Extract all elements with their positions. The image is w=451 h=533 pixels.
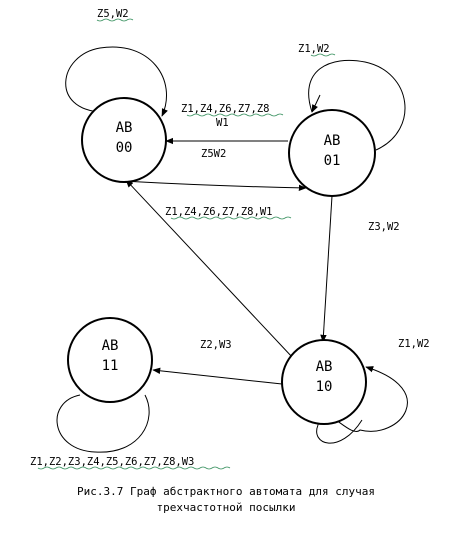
- label-loop-ab01-underline: [310, 53, 336, 57]
- label-ab10-to-ab00-underline: [170, 216, 292, 220]
- loop-ab01-edge: [308, 59, 406, 151]
- figure-caption-line2: трехчастотной посылки: [156, 501, 295, 514]
- label-loop-ab11-underline: [37, 466, 231, 470]
- label-loop-ab00: Z5,W2: [97, 8, 129, 20]
- state-ab01-name: AB: [324, 133, 341, 149]
- label-ab01-to-ab00-underline: [186, 113, 284, 117]
- state-ab11-code: 11: [102, 358, 119, 374]
- state-node-ab01: AB 01: [288, 109, 376, 197]
- state-ab00-code: 00: [116, 140, 133, 156]
- state-ab10-code: 10: [316, 379, 333, 395]
- edge-ab01-to-ab10: [320, 195, 333, 343]
- edge-ab00-to-ab01: [121, 180, 307, 192]
- label-ab10-to-ab00: Z1,Z4,Z6,Z7,Z8,W1: [165, 206, 272, 218]
- label-ab01-to-ab10: Z3,W2: [368, 221, 400, 233]
- state-node-ab00: AB 00: [81, 97, 167, 183]
- figure-caption-line1: Рис.3.7 Граф абстрактного автомата для с…: [77, 485, 375, 498]
- label-loop-ab10: Z1,W2: [398, 338, 430, 350]
- label-loop-ab00-underline: [96, 18, 134, 22]
- label-loop-ab01: Z1,W2: [298, 43, 330, 55]
- state-ab11-name: AB: [102, 338, 119, 354]
- loop-ab01-arrowhead: [311, 94, 321, 113]
- label-ab01-to-ab00-line1: Z1,Z4,Z6,Z7,Z8: [181, 103, 270, 115]
- state-ab10-name: AB: [316, 359, 333, 375]
- edge-ab10-to-ab00: [125, 179, 294, 359]
- label-ab01-to-ab00-line2: W1: [216, 117, 229, 129]
- loop-ab00-edge: [65, 46, 168, 117]
- loop-ab11-edge: [56, 394, 150, 453]
- label-loop-ab11: Z1,Z2,Z3,Z4,Z5,Z6,Z7,Z8,W3: [30, 456, 194, 468]
- label-ab00-to-ab01: Z5W2: [201, 148, 226, 160]
- state-ab00-name: AB: [116, 120, 133, 136]
- state-node-ab10: AB 10: [281, 339, 367, 425]
- label-ab10-to-ab11: Z2,W3: [200, 339, 232, 351]
- state-node-ab11: AB 11: [67, 317, 153, 403]
- state-ab01-code: 01: [324, 153, 341, 169]
- edge-ab10-to-ab11: [152, 367, 283, 385]
